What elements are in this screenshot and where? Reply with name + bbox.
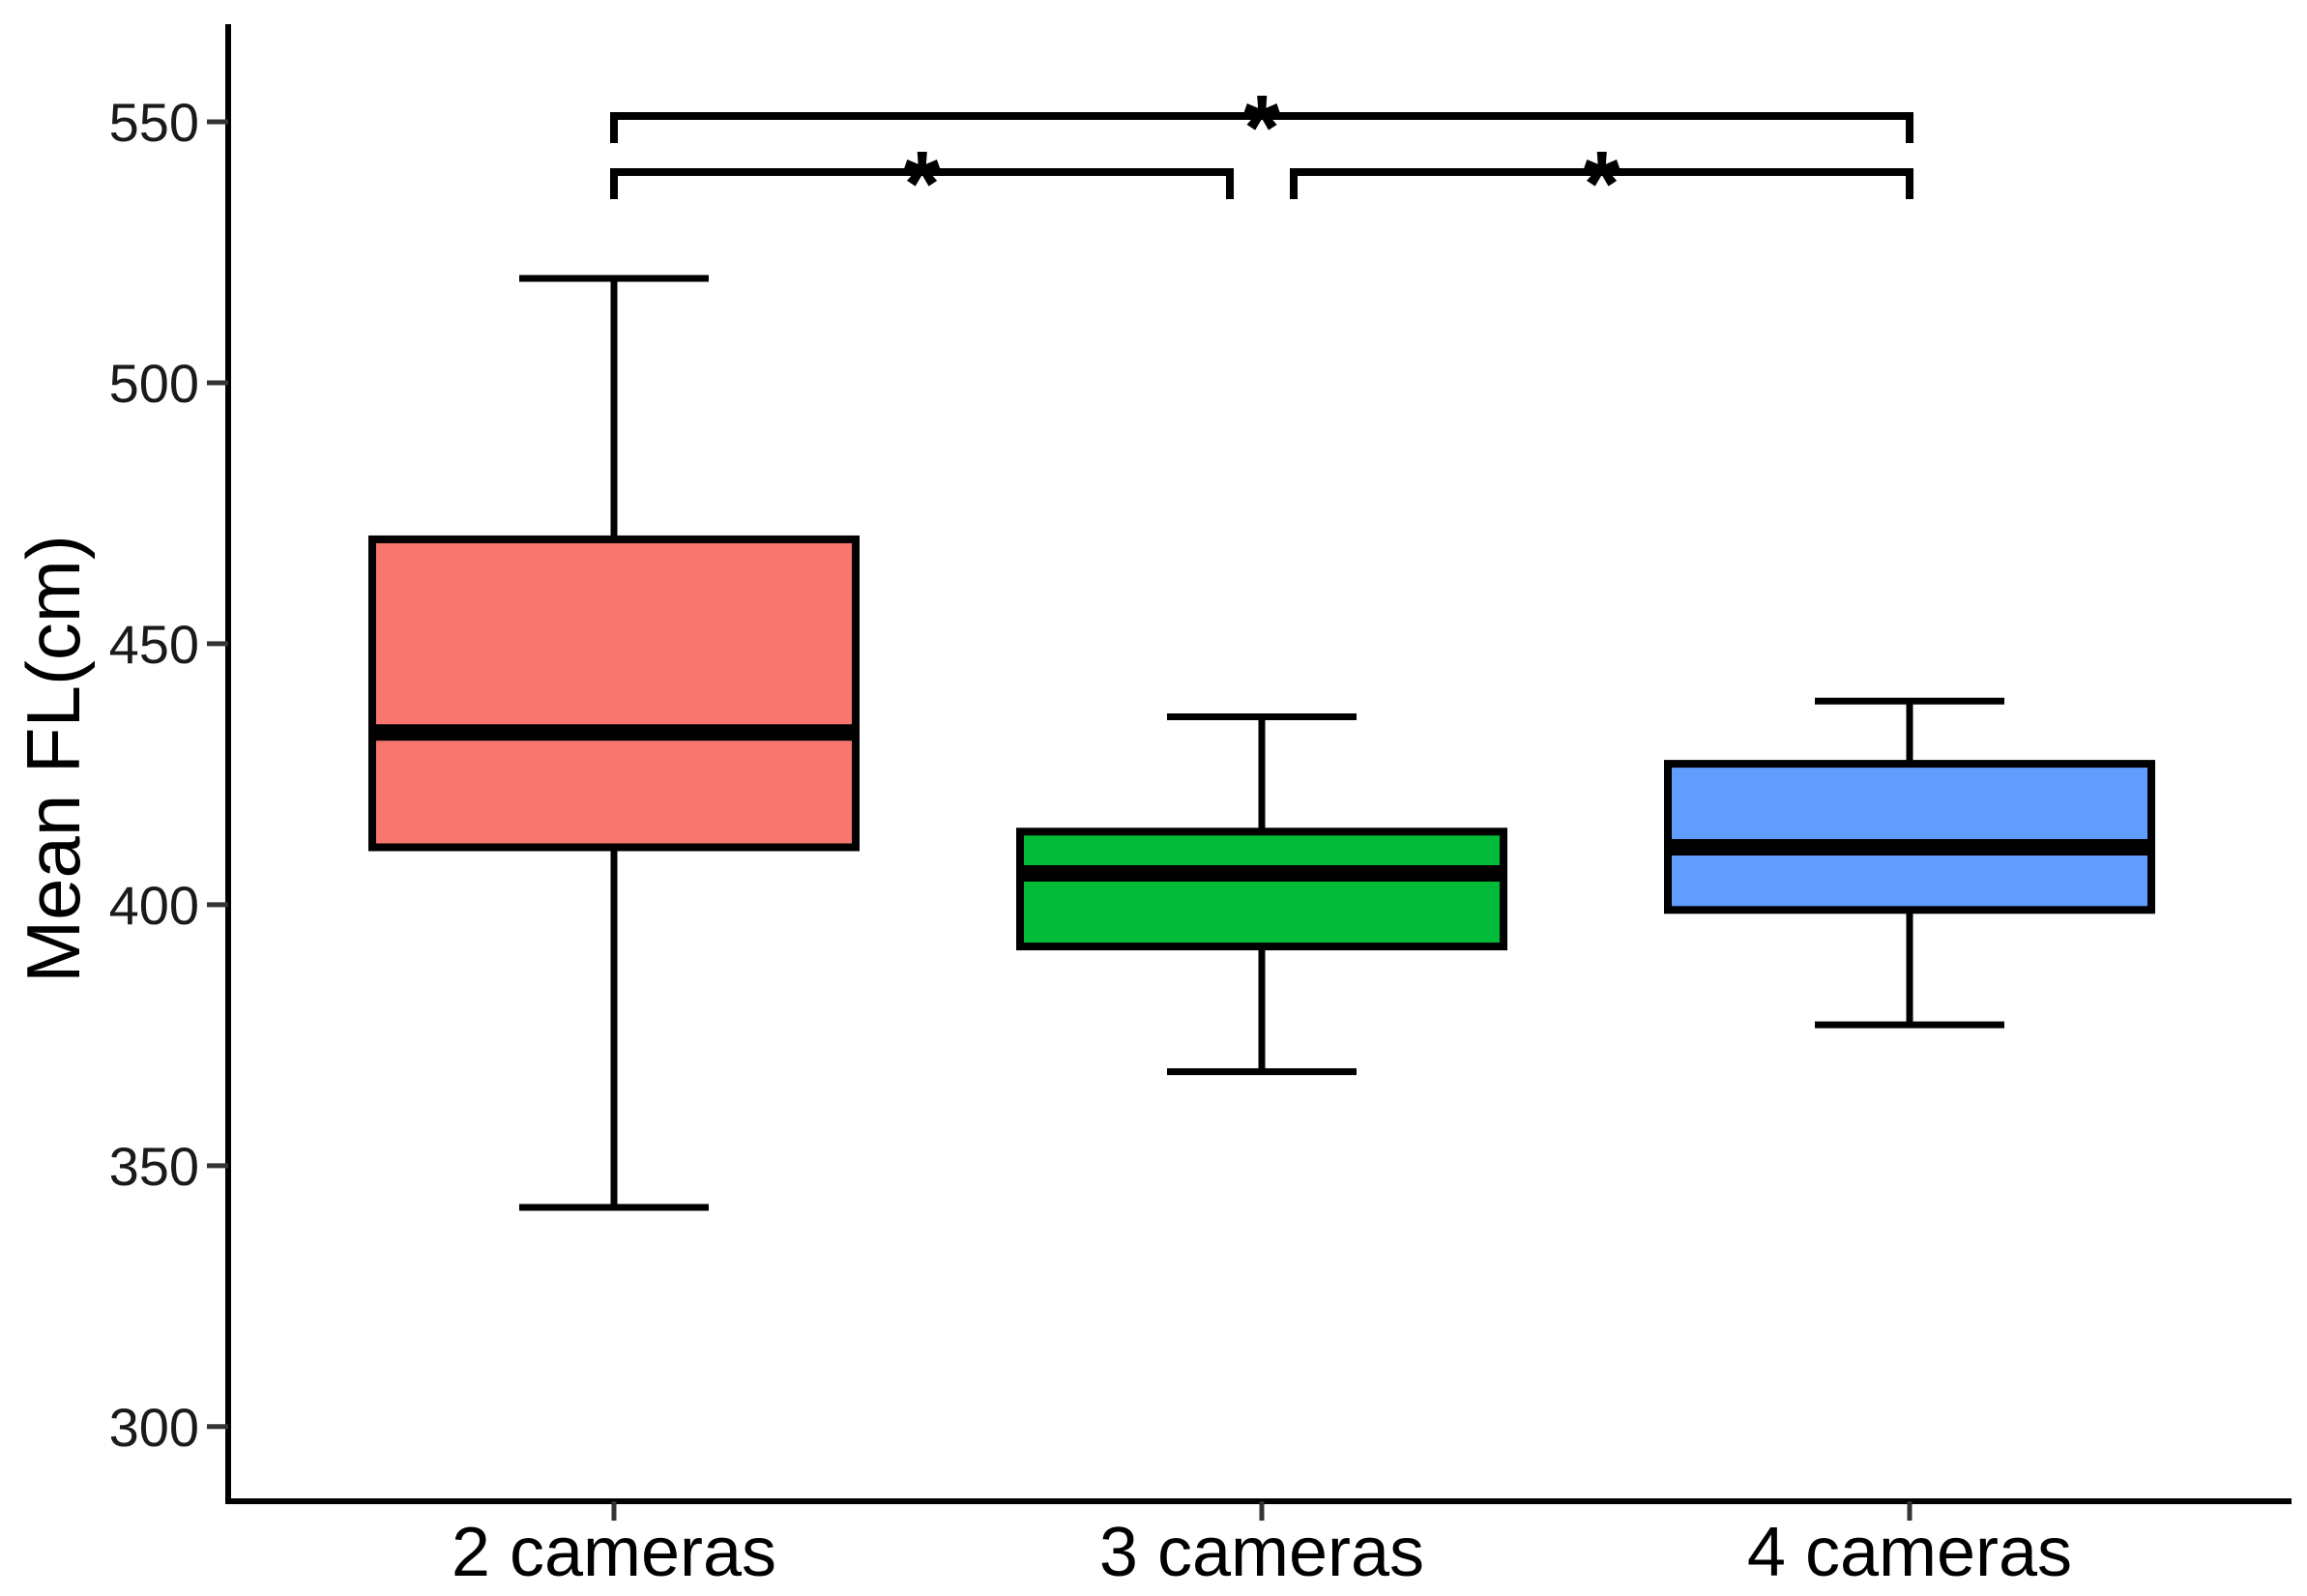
y-tick-label: 400	[109, 875, 199, 936]
y-tick-label: 450	[109, 614, 199, 675]
x-tick-label: 3 cameras	[1099, 1514, 1424, 1591]
plot-area: * * *	[368, 76, 2155, 1211]
x-axis: 2 cameras 3 cameras 4 cameras	[225, 1498, 2292, 1591]
iqr-box	[1664, 760, 2155, 914]
bracket-line	[1290, 168, 1913, 199]
y-tick-label: 350	[109, 1136, 199, 1197]
significance-label: *	[904, 132, 941, 236]
y-axis-title: Mean FL(cm)	[11, 535, 96, 983]
significance-bracket-1: *	[610, 132, 1234, 236]
x-tick-label: 2 cameras	[452, 1514, 776, 1591]
significance-label: *	[1584, 132, 1621, 236]
significance-label: *	[1243, 76, 1280, 180]
y-tick-label: 500	[109, 353, 199, 414]
box-2	[1016, 713, 1507, 1076]
y-axis: 300 350 400 450 500 550	[109, 24, 231, 1501]
y-ticks: 300 350 400 450 500 550	[109, 92, 228, 1458]
box-3	[1664, 697, 2155, 1029]
significance-bracket-3: *	[610, 76, 1913, 180]
box-1	[368, 275, 860, 1211]
significance-layer: * * *	[610, 76, 1913, 236]
bracket-line	[610, 112, 1913, 143]
significance-bracket-2: *	[1290, 132, 1913, 236]
bracket-line	[610, 168, 1234, 199]
x-tick-label: 4 cameras	[1747, 1514, 2072, 1591]
y-tick-label: 300	[109, 1397, 199, 1458]
iqr-box	[368, 535, 860, 852]
x-ticks: 2 cameras 3 cameras 4 cameras	[452, 1501, 2072, 1591]
y-tick-label: 550	[109, 92, 199, 153]
iqr-box	[1016, 827, 1507, 951]
boxes-layer	[368, 275, 2155, 1211]
